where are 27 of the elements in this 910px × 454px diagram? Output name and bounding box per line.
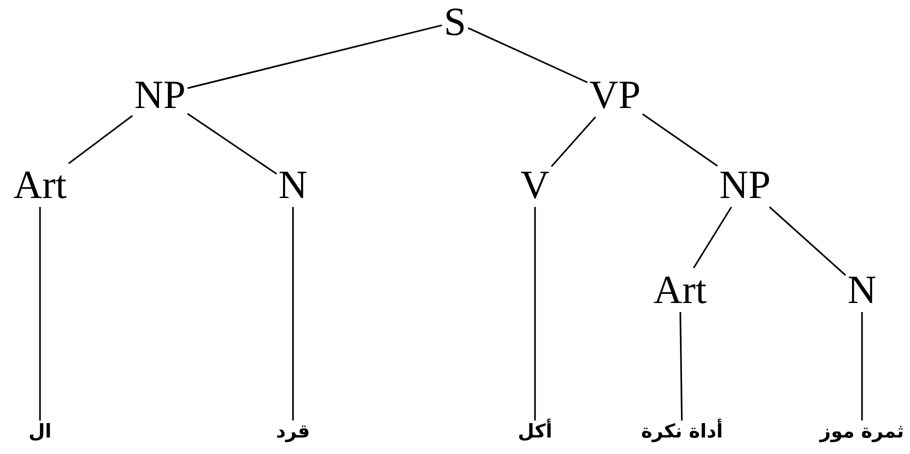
category-label: NP xyxy=(717,163,773,207)
tree-branch xyxy=(39,207,41,420)
word-label: ثمرة موز xyxy=(818,420,906,444)
word-label: ال xyxy=(26,420,54,444)
category-label: NP xyxy=(132,73,188,117)
tree-branch xyxy=(292,207,294,420)
category-label: S xyxy=(442,0,468,44)
category-label: V xyxy=(518,163,552,207)
tree-branch xyxy=(692,206,732,268)
tree-branch xyxy=(861,312,863,420)
category-label: Art xyxy=(11,163,69,207)
category-label: VP xyxy=(587,73,643,117)
word-label: قرد xyxy=(274,420,312,444)
tree-branch xyxy=(68,115,133,164)
tree-branch xyxy=(187,24,442,89)
category-label: N xyxy=(276,163,310,207)
tree-branch xyxy=(468,27,588,84)
tree-branch xyxy=(680,312,683,421)
word-label: أداة نكرة xyxy=(639,420,725,444)
tree-branch xyxy=(642,113,718,167)
word-label: أكل xyxy=(516,420,554,444)
tree-branch xyxy=(187,113,277,175)
tree-branch xyxy=(768,206,846,276)
tree-branch xyxy=(550,116,596,168)
tree-branch xyxy=(534,207,536,420)
category-label: Art xyxy=(651,268,709,312)
category-label: N xyxy=(846,268,878,312)
